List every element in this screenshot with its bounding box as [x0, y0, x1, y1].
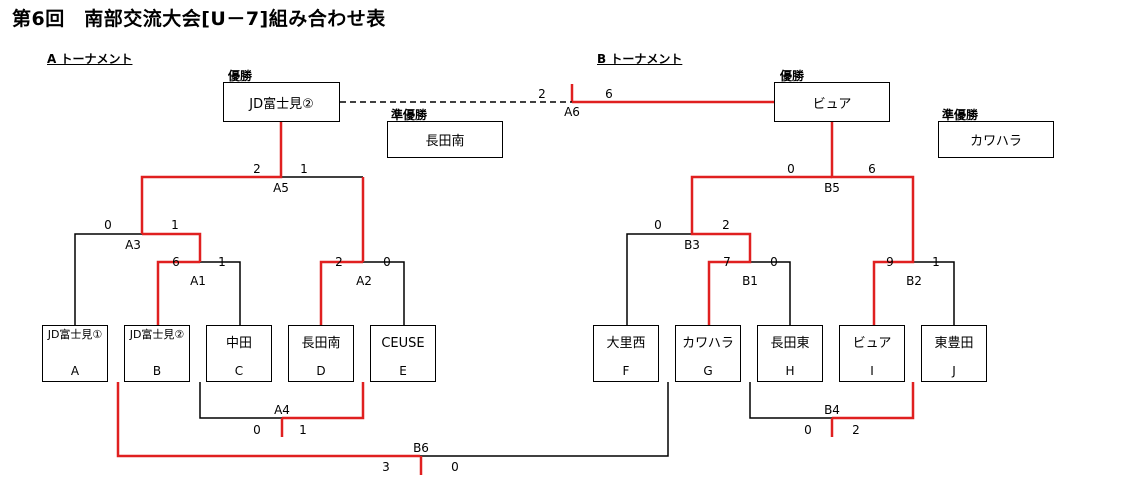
team-name: 長田南	[301, 336, 341, 351]
bracket-loser-lines	[74, 176, 955, 457]
tournament-b-heading: B トーナメント	[597, 52, 683, 66]
b-runner-up-caption: 準優勝	[942, 108, 979, 122]
a-runner-up-box: 長田南	[387, 121, 503, 158]
team-code: J	[952, 364, 956, 378]
score-a2-left: 2	[335, 255, 343, 269]
score-b6-left: 3	[382, 460, 390, 474]
score-a4-left: 0	[253, 423, 261, 437]
score-a1-right: 1	[218, 255, 226, 269]
match-label-b5: B5	[824, 181, 840, 195]
match-label-a3: A3	[125, 238, 141, 252]
team-box-f: 大里西 F	[593, 325, 659, 382]
team-name: JD富士見②	[129, 328, 185, 341]
team-box-h: 長田東 H	[757, 325, 823, 382]
a-champion-box: JD富士見②	[223, 82, 340, 122]
match-label-b1: B1	[742, 274, 758, 288]
score-a5-right: 1	[300, 162, 308, 176]
b-champion-box: ビュア	[774, 82, 890, 122]
score-a6-right: 6	[605, 87, 613, 101]
score-a2-right: 0	[383, 255, 391, 269]
score-b6-right: 0	[451, 460, 459, 474]
score-b2-right: 1	[932, 255, 940, 269]
team-box-i: ビュア I	[839, 325, 905, 382]
team-name: 長田東	[770, 336, 810, 351]
b-champion-caption: 優勝	[780, 69, 805, 83]
team-code: I	[870, 364, 874, 378]
team-name: 大里西	[606, 336, 646, 351]
tournament-a-heading: A トーナメント	[47, 52, 133, 66]
score-a3-right: 1	[171, 218, 179, 232]
team-name: ビュア	[852, 336, 892, 351]
team-name: JD富士見①	[47, 328, 103, 341]
team-box-j: 東豊田 J	[921, 325, 987, 382]
match-label-a1: A1	[190, 274, 206, 288]
bracket-winner-lines	[116, 84, 915, 475]
score-b5-right: 6	[868, 162, 876, 176]
team-box-b: JD富士見② B	[124, 325, 190, 382]
score-a5-left: 2	[253, 162, 261, 176]
score-a4-right: 1	[299, 423, 307, 437]
score-b2-left: 9	[886, 255, 894, 269]
match-label-a6: A6	[564, 105, 580, 119]
score-b5-left: 0	[787, 162, 795, 176]
team-box-g: カワハラ G	[675, 325, 741, 382]
team-code: D	[316, 364, 326, 378]
score-b3-left: 0	[654, 218, 662, 232]
team-box-a: JD富士見① A	[42, 325, 108, 382]
b-runner-up-box: カワハラ	[938, 121, 1054, 158]
match-label-b6: B6	[413, 441, 429, 455]
score-a6-left: 2	[538, 87, 546, 101]
team-code: B	[152, 364, 162, 378]
team-box-d: 長田南 D	[288, 325, 354, 382]
team-code: F	[622, 364, 630, 378]
score-b4-right: 2	[852, 423, 860, 437]
score-b4-left: 0	[804, 423, 812, 437]
match-label-a2: A2	[356, 274, 372, 288]
match-label-a5: A5	[273, 181, 289, 195]
team-box-c: 中田 C	[206, 325, 272, 382]
score-a1-left: 6	[172, 255, 180, 269]
match-label-a4: A4	[274, 403, 290, 417]
team-code: E	[399, 364, 407, 378]
score-b1-right: 0	[770, 255, 778, 269]
a-runner-up-caption: 準優勝	[391, 108, 428, 122]
team-name: 中田	[225, 336, 252, 351]
match-label-b3: B3	[684, 238, 700, 252]
score-b3-right: 2	[722, 218, 730, 232]
team-name: 東豊田	[934, 336, 974, 351]
team-code: H	[785, 364, 795, 378]
score-b1-left: 7	[723, 255, 731, 269]
page-title: 第6回 南部交流大会[U－7]組み合わせ表	[12, 8, 386, 30]
match-label-b2: B2	[906, 274, 922, 288]
team-code: C	[234, 364, 244, 378]
team-code: A	[70, 364, 80, 378]
score-a3-left: 0	[104, 218, 112, 232]
team-box-e: CEUSE E	[370, 325, 436, 382]
a-champion-caption: 優勝	[228, 69, 253, 83]
match-label-b4: B4	[824, 403, 840, 417]
team-name: カワハラ	[682, 336, 734, 351]
team-name: CEUSE	[381, 336, 425, 351]
team-code: G	[703, 364, 713, 378]
